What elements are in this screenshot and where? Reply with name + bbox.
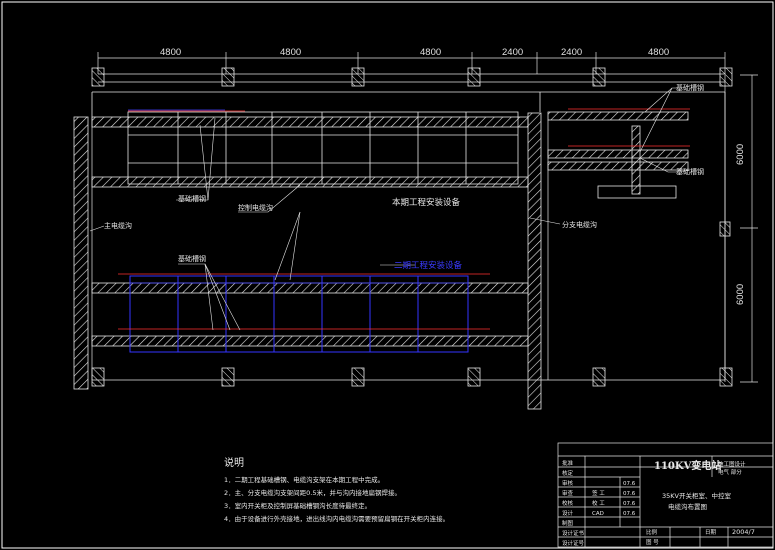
label-main-cable-trench: 主电缆沟 xyxy=(104,221,132,230)
dim-right-2: 6000 xyxy=(735,284,746,305)
title-block xyxy=(557,442,774,548)
tb-row-approve: 批准 xyxy=(562,459,574,467)
tb-row-inspect: 审查 xyxy=(562,489,574,497)
dim-top-2: 4800 xyxy=(280,47,301,58)
dim-top-4: 2400 xyxy=(502,47,523,58)
tb-drawing-title-1: 35KV开关柜室、中控室 xyxy=(662,491,731,500)
right-trench-2 xyxy=(547,149,689,159)
this-phase-cabinets xyxy=(127,111,519,185)
phase2-cabinets xyxy=(129,275,469,353)
control-panel-block xyxy=(597,185,677,199)
label-branch-cable-trench: 分支电缆沟 xyxy=(562,220,597,229)
tb-row-draft: 制图 xyxy=(562,519,574,527)
tb-sheet-label: 图 号 xyxy=(646,538,659,546)
tb-stage: 施工图设计 xyxy=(718,460,746,468)
top-dimension-chain xyxy=(97,52,726,83)
main-cable-trench-wall-left xyxy=(73,116,89,390)
branch-trench-wall xyxy=(527,112,542,410)
tb-row-cert: 设计证书 xyxy=(562,529,585,537)
tb-date-4: 07.6 xyxy=(623,511,636,517)
notes-heading: 说明 xyxy=(224,456,244,469)
label-foundation-steel-right-2: 基础槽钢 xyxy=(676,167,704,176)
tb-drawing-title-2: 电缆沟布置图 xyxy=(668,502,707,511)
label-phase2-equipment: 二期工程安装设备 xyxy=(394,260,463,271)
leader-lines xyxy=(89,87,682,331)
tb-discipline: 电气 部分 xyxy=(718,468,742,476)
label-foundation-steel-lower: 基础槽钢 xyxy=(178,254,206,263)
dim-top-6: 4800 xyxy=(648,47,669,58)
label-foundation-steel-top: 基础槽钢 xyxy=(178,194,206,203)
label-control-cable-trench: 控制电缆沟 xyxy=(238,203,273,212)
note-item-3: 3．室内开关柜及控制屏基础槽钢沟长度待最终定。 xyxy=(224,501,371,510)
tb-ratio-label: 比例 xyxy=(646,528,658,536)
building-columns xyxy=(91,67,733,387)
note-item-2: 2．主、分支电缆沟支架间距0.5米，并与沟内接地扁钢焊接。 xyxy=(224,488,401,497)
upper-trench-top xyxy=(91,116,529,128)
dim-top-1: 4800 xyxy=(160,47,181,58)
tb-row-review: 审核 xyxy=(562,479,574,487)
label-foundation-steel-right-1: 基础槽钢 xyxy=(676,83,704,92)
tb-project: 110KV变电站 xyxy=(654,459,721,472)
tb-row-verify: 核定 xyxy=(562,469,574,477)
tb-row-design: 设计 xyxy=(562,509,574,517)
tb-name-2: 校 工 xyxy=(592,499,605,507)
tb-date-2: 07.6 xyxy=(623,491,636,497)
tb-date-3: 07.6 xyxy=(623,501,636,507)
tb-name-1: 签 工 xyxy=(592,489,605,497)
tb-date-1: 07.6 xyxy=(623,481,636,487)
tb-date-label: 日期 xyxy=(705,529,717,536)
label-this-phase-equipment: 本期工程安装设备 xyxy=(392,197,461,208)
dim-right-1: 6000 xyxy=(735,144,746,165)
tb-date-value: 2004/7 xyxy=(732,528,755,536)
tb-row-check: 校核 xyxy=(562,499,574,507)
upper-trench-bottom xyxy=(91,176,529,188)
tb-row-cert-no: 设计证号 xyxy=(562,539,585,547)
note-item-4: 4．由于设备进行外壳接地，进出线沟内电缆沟需要预留扁钢在开关柜内连接。 xyxy=(224,514,449,523)
right-trench-vertical xyxy=(631,125,641,195)
note-item-1: 1．二期工程基础槽钢、电缆沟支架在本期工程中完成。 xyxy=(224,475,384,484)
right-trench-1 xyxy=(547,111,689,121)
dim-top-3: 4800 xyxy=(420,47,441,58)
right-trench-3 xyxy=(547,161,689,171)
lower-trench-bottom xyxy=(91,335,529,347)
dim-top-5: 2400 xyxy=(561,47,582,58)
tb-name-3: CAD xyxy=(592,511,604,517)
lower-trench-top xyxy=(91,282,529,294)
